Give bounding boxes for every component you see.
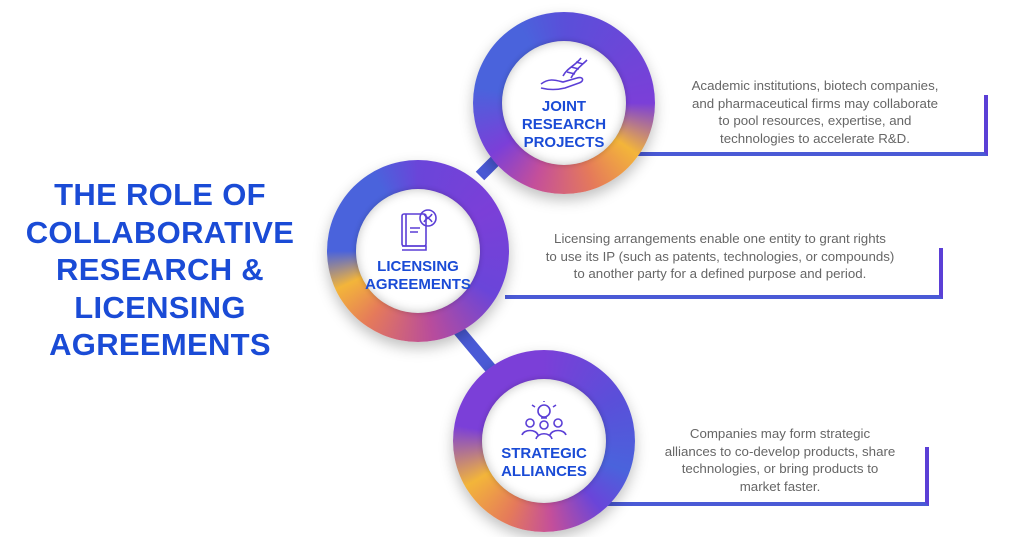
description-line: Academic institutions, biotech companies… <box>691 78 939 93</box>
title-line: COLLABORATIVE <box>25 214 295 250</box>
description-line: Licensing arrangements enable one entity… <box>554 231 886 246</box>
infographic-title: THE ROLE OF COLLABORATIVE RESEARCH & LIC… <box>10 176 310 364</box>
description-bracket <box>630 95 988 156</box>
book-dna-icon <box>396 208 440 254</box>
title-line: THE ROLE OF <box>54 177 266 212</box>
description-bracket <box>505 248 943 299</box>
title-line: RESEARCH & <box>56 252 264 287</box>
strategic-alliances-description: Companies may form strategic alliances t… <box>630 425 930 495</box>
description-line: to use its IP (such as patents, technolo… <box>545 248 895 264</box>
label-line: STRATEGIC <box>501 445 587 462</box>
team-idea-icon <box>518 401 570 441</box>
title-line: AGREEMENTS <box>49 327 271 362</box>
label-line: PROJECTS <box>523 134 605 151</box>
description-line: technologies to accelerate R&D. <box>720 130 910 146</box>
node-center: STRATEGIC ALLIANCES <box>482 379 606 503</box>
label-line: JOINT <box>541 98 587 115</box>
joint-research-description: Academic institutions, biotech companies… <box>650 77 980 147</box>
label-line: RESEARCH <box>521 116 607 133</box>
node-center: LICENSING AGREEMENTS <box>356 189 480 313</box>
dna-hand-icon <box>537 54 591 94</box>
joint-research-projects-node: JOINT RESEARCH PROJECTS <box>473 12 655 194</box>
licensing-agreements-node: LICENSING AGREEMENTS <box>327 160 509 342</box>
description-line: to another party for a defined purpose a… <box>573 266 867 281</box>
label-line: AGREEMENTS <box>365 276 471 293</box>
node-center: JOINT RESEARCH PROJECTS <box>502 41 626 165</box>
description-line: technologies, or bring products to <box>681 461 879 476</box>
title-line: LICENSING <box>74 289 246 325</box>
licensing-description: Licensing arrangements enable one entity… <box>505 230 935 283</box>
description-line: Companies may form strategic <box>689 426 871 441</box>
strategic-alliances-node: STRATEGIC ALLIANCES <box>453 350 635 532</box>
node-label: STRATEGIC ALLIANCES <box>501 445 587 481</box>
description-bracket <box>600 447 929 506</box>
description-line: alliances to co-develop products, share <box>664 443 896 459</box>
node-label: LICENSING AGREEMENTS <box>365 258 471 294</box>
label-line: ALLIANCES <box>501 463 587 480</box>
node-label: JOINT RESEARCH PROJECTS <box>522 98 606 152</box>
description-line: and pharmaceutical firms may collaborate <box>691 95 939 111</box>
label-line: LICENSING <box>377 258 459 275</box>
description-line: market faster. <box>739 478 821 494</box>
description-line: to pool resources, expertise, and <box>718 113 912 128</box>
